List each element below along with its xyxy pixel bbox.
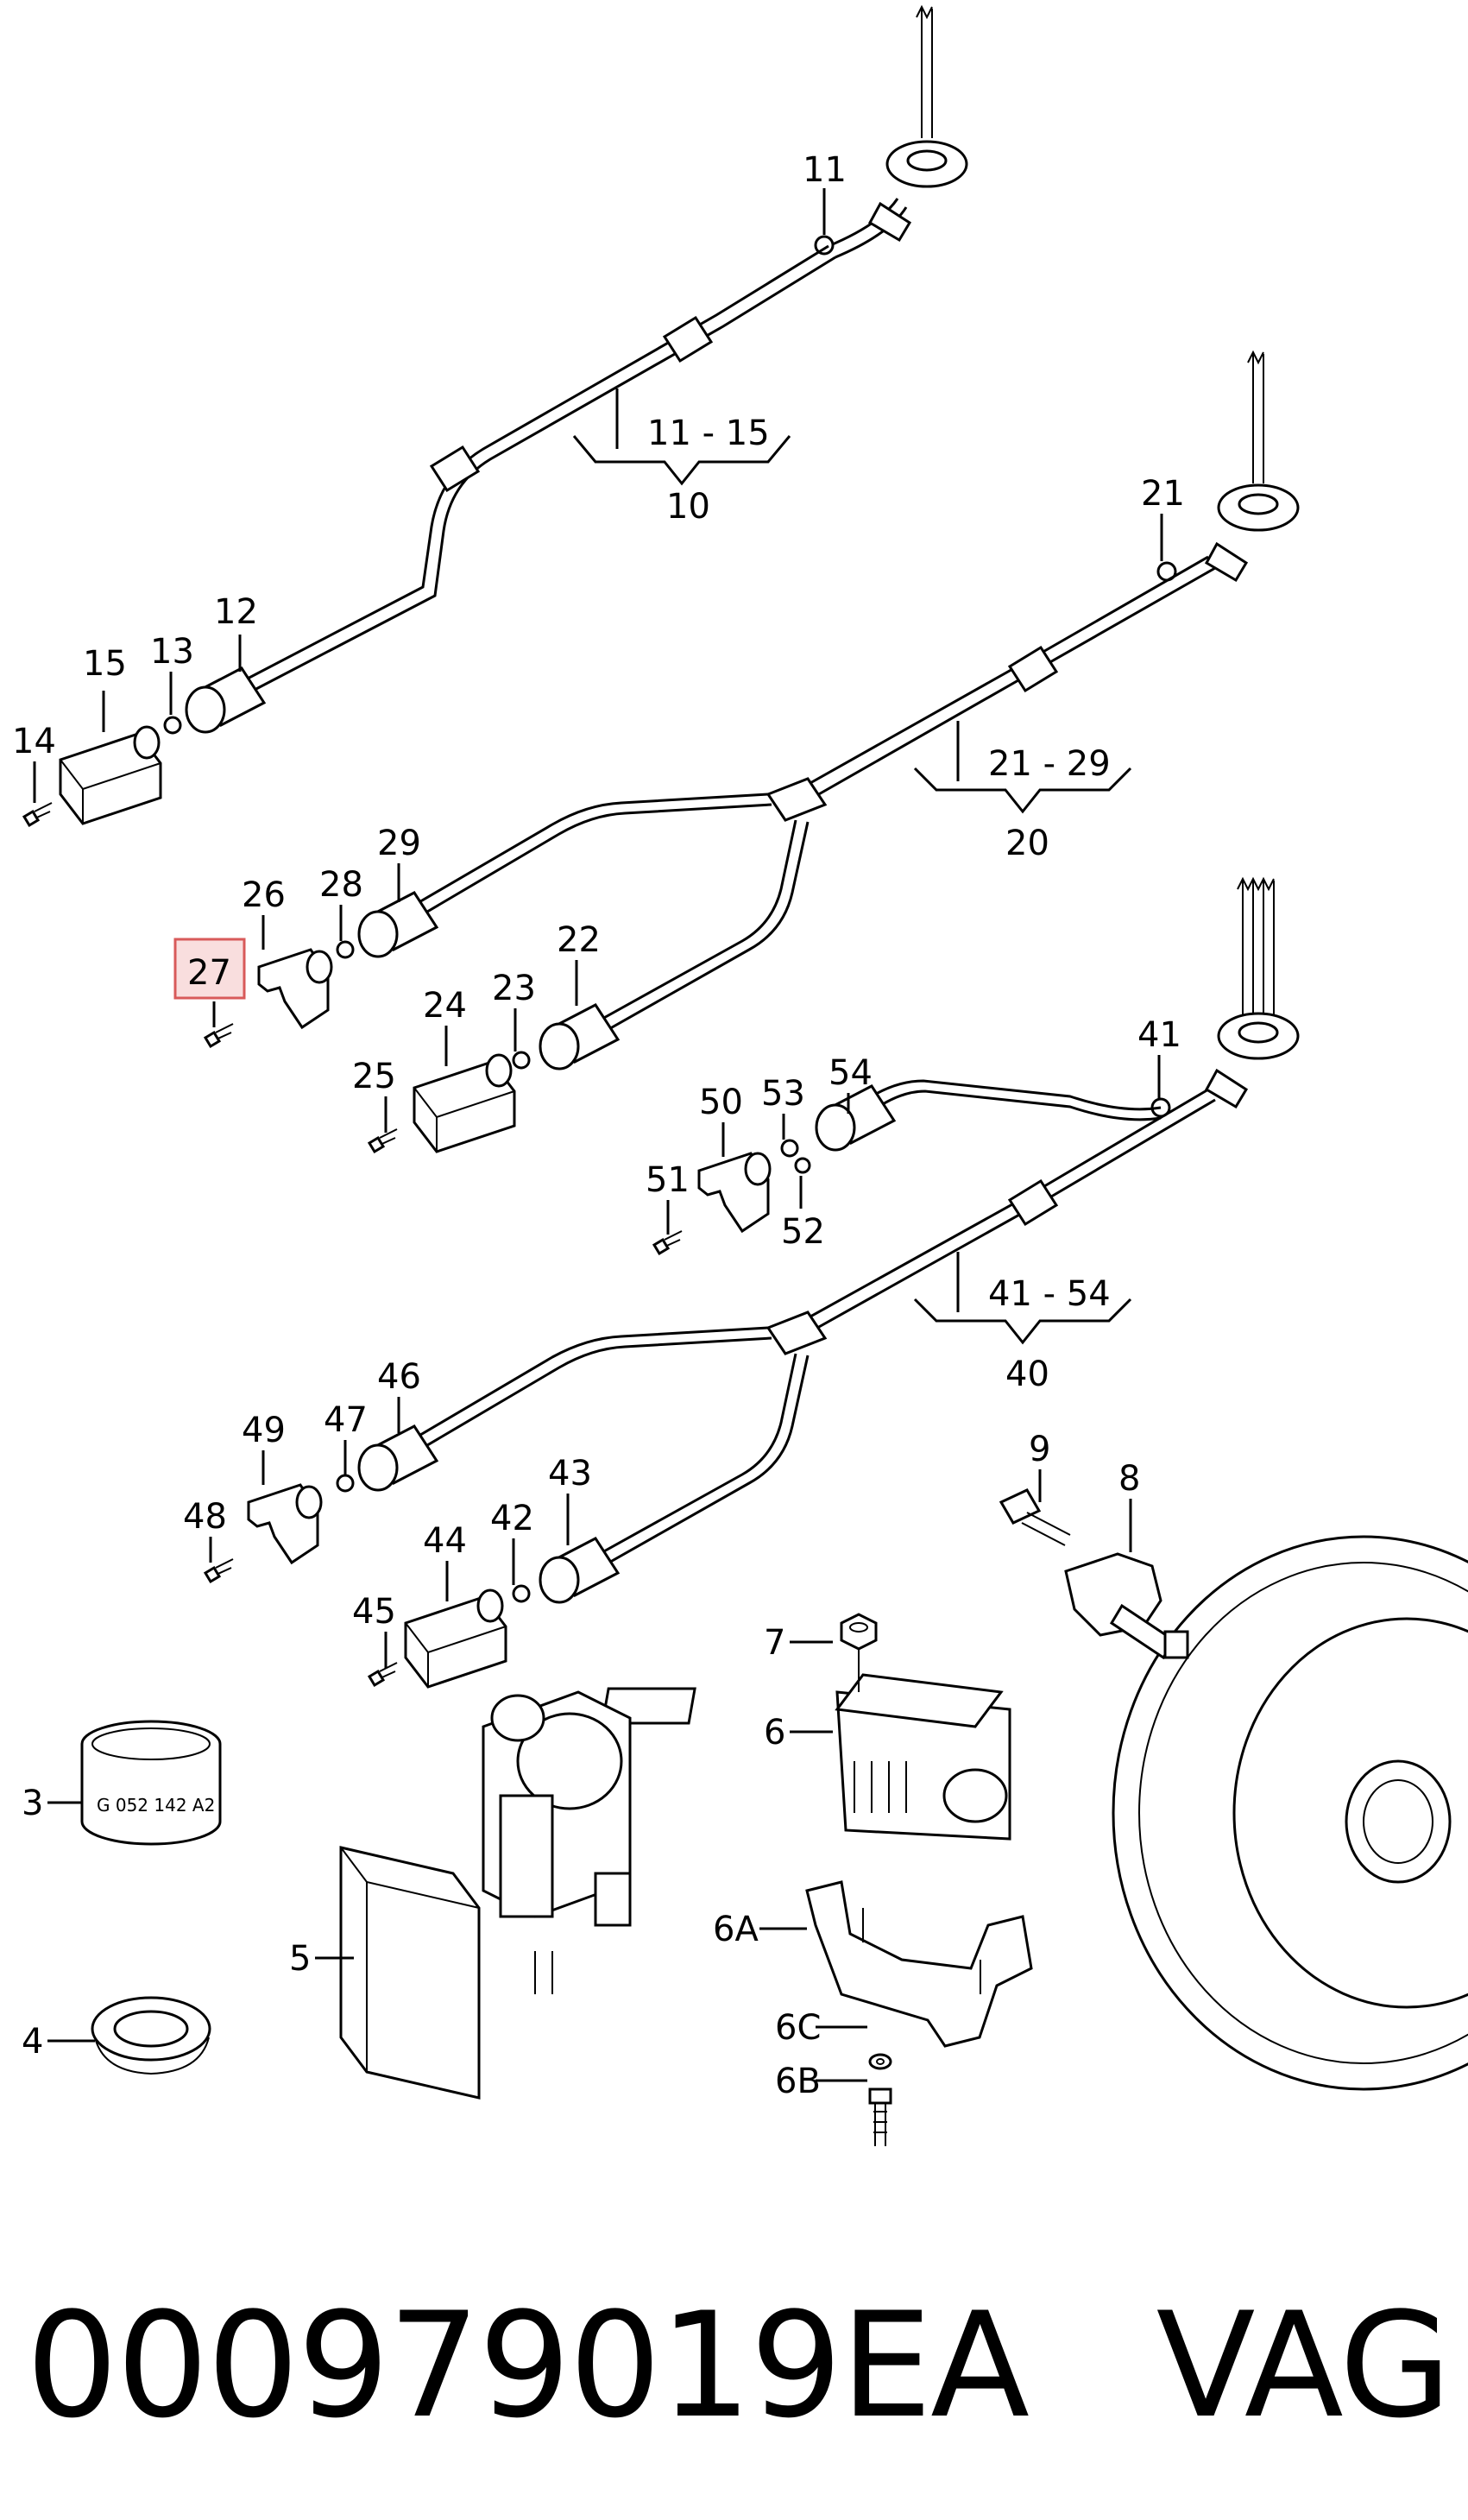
part-number: 000979019EA [26,2281,1030,2450]
callout-11: 11 [803,150,847,190]
callout-6: 6 [764,1713,785,1753]
callout-13: 13 [150,632,194,672]
callout-4: 4 [22,2022,43,2062]
callout-10: 10 [666,487,710,527]
callout-49: 49 [242,1411,286,1450]
brand-name: VAG [1156,2281,1452,2450]
brace-10 [572,388,791,486]
part-number-banner: 000979019EA VAG [26,2279,1452,2452]
callout-42: 42 [490,1499,534,1538]
callout-28: 28 [319,865,363,905]
callout-25: 25 [352,1057,396,1096]
callout-20: 20 [1005,824,1049,863]
ring-3 [80,1720,222,1846]
callout-14: 14 [12,722,56,761]
bracket-6a-assembly [805,1880,1033,2146]
callout-5: 5 [289,1939,311,1979]
ring-3-marking: G 052 142 A2 [97,1795,215,1816]
callout-41: 41 [1137,1015,1181,1055]
harness-20 [203,350,1300,1154]
callout-12: 12 [214,592,258,632]
callout-23: 23 [492,969,536,1008]
callout-21-29: 21 - 29 [988,744,1111,784]
callout-43: 43 [548,1454,592,1494]
callout-52: 52 [781,1212,825,1252]
callout-48: 48 [183,1497,227,1537]
callout-53: 53 [761,1074,805,1114]
highlight-box [173,938,246,1000]
harness-10 [22,4,968,828]
callout-29: 29 [377,824,421,863]
callout-9: 9 [1029,1430,1050,1469]
callout-22: 22 [557,920,601,960]
module-5-assembly [339,1690,632,2100]
brace-40 [913,1252,1132,1345]
callout-3: 3 [22,1784,43,1823]
callout-26: 26 [242,875,286,915]
callout-8: 8 [1118,1459,1140,1499]
callout-7: 7 [764,1623,785,1663]
callout-47: 47 [324,1400,368,1440]
grommet-4 [91,1996,211,2075]
brake-disc-assembly [999,1488,1468,2091]
callout-46: 46 [377,1357,421,1397]
callout-44: 44 [423,1521,467,1561]
harness-40 [203,876,1300,1689]
callout-50: 50 [699,1083,743,1122]
callout-41-54: 41 - 54 [988,1274,1111,1314]
callout-15: 15 [83,644,127,684]
callout-6B: 6B [775,2062,821,2101]
callout-labels: 11 11 - 15 10 12 13 14 15 21 21 - 29 20 … [12,150,1185,2101]
callout-6A: 6A [713,1910,759,1949]
callout-54: 54 [829,1053,873,1093]
control-unit-6 [601,1613,1011,1841]
callout-51: 51 [646,1160,690,1200]
callout-45: 45 [352,1592,396,1632]
callout-24: 24 [423,986,467,1026]
brace-20 [913,721,1132,814]
callout-27: 27 [187,953,231,993]
callout-40: 40 [1005,1355,1049,1394]
callout-6C: 6C [775,2008,821,2048]
leader-lines [33,188,1163,2082]
callout-21: 21 [1141,474,1185,514]
callout-11-15: 11 - 15 [647,414,770,453]
